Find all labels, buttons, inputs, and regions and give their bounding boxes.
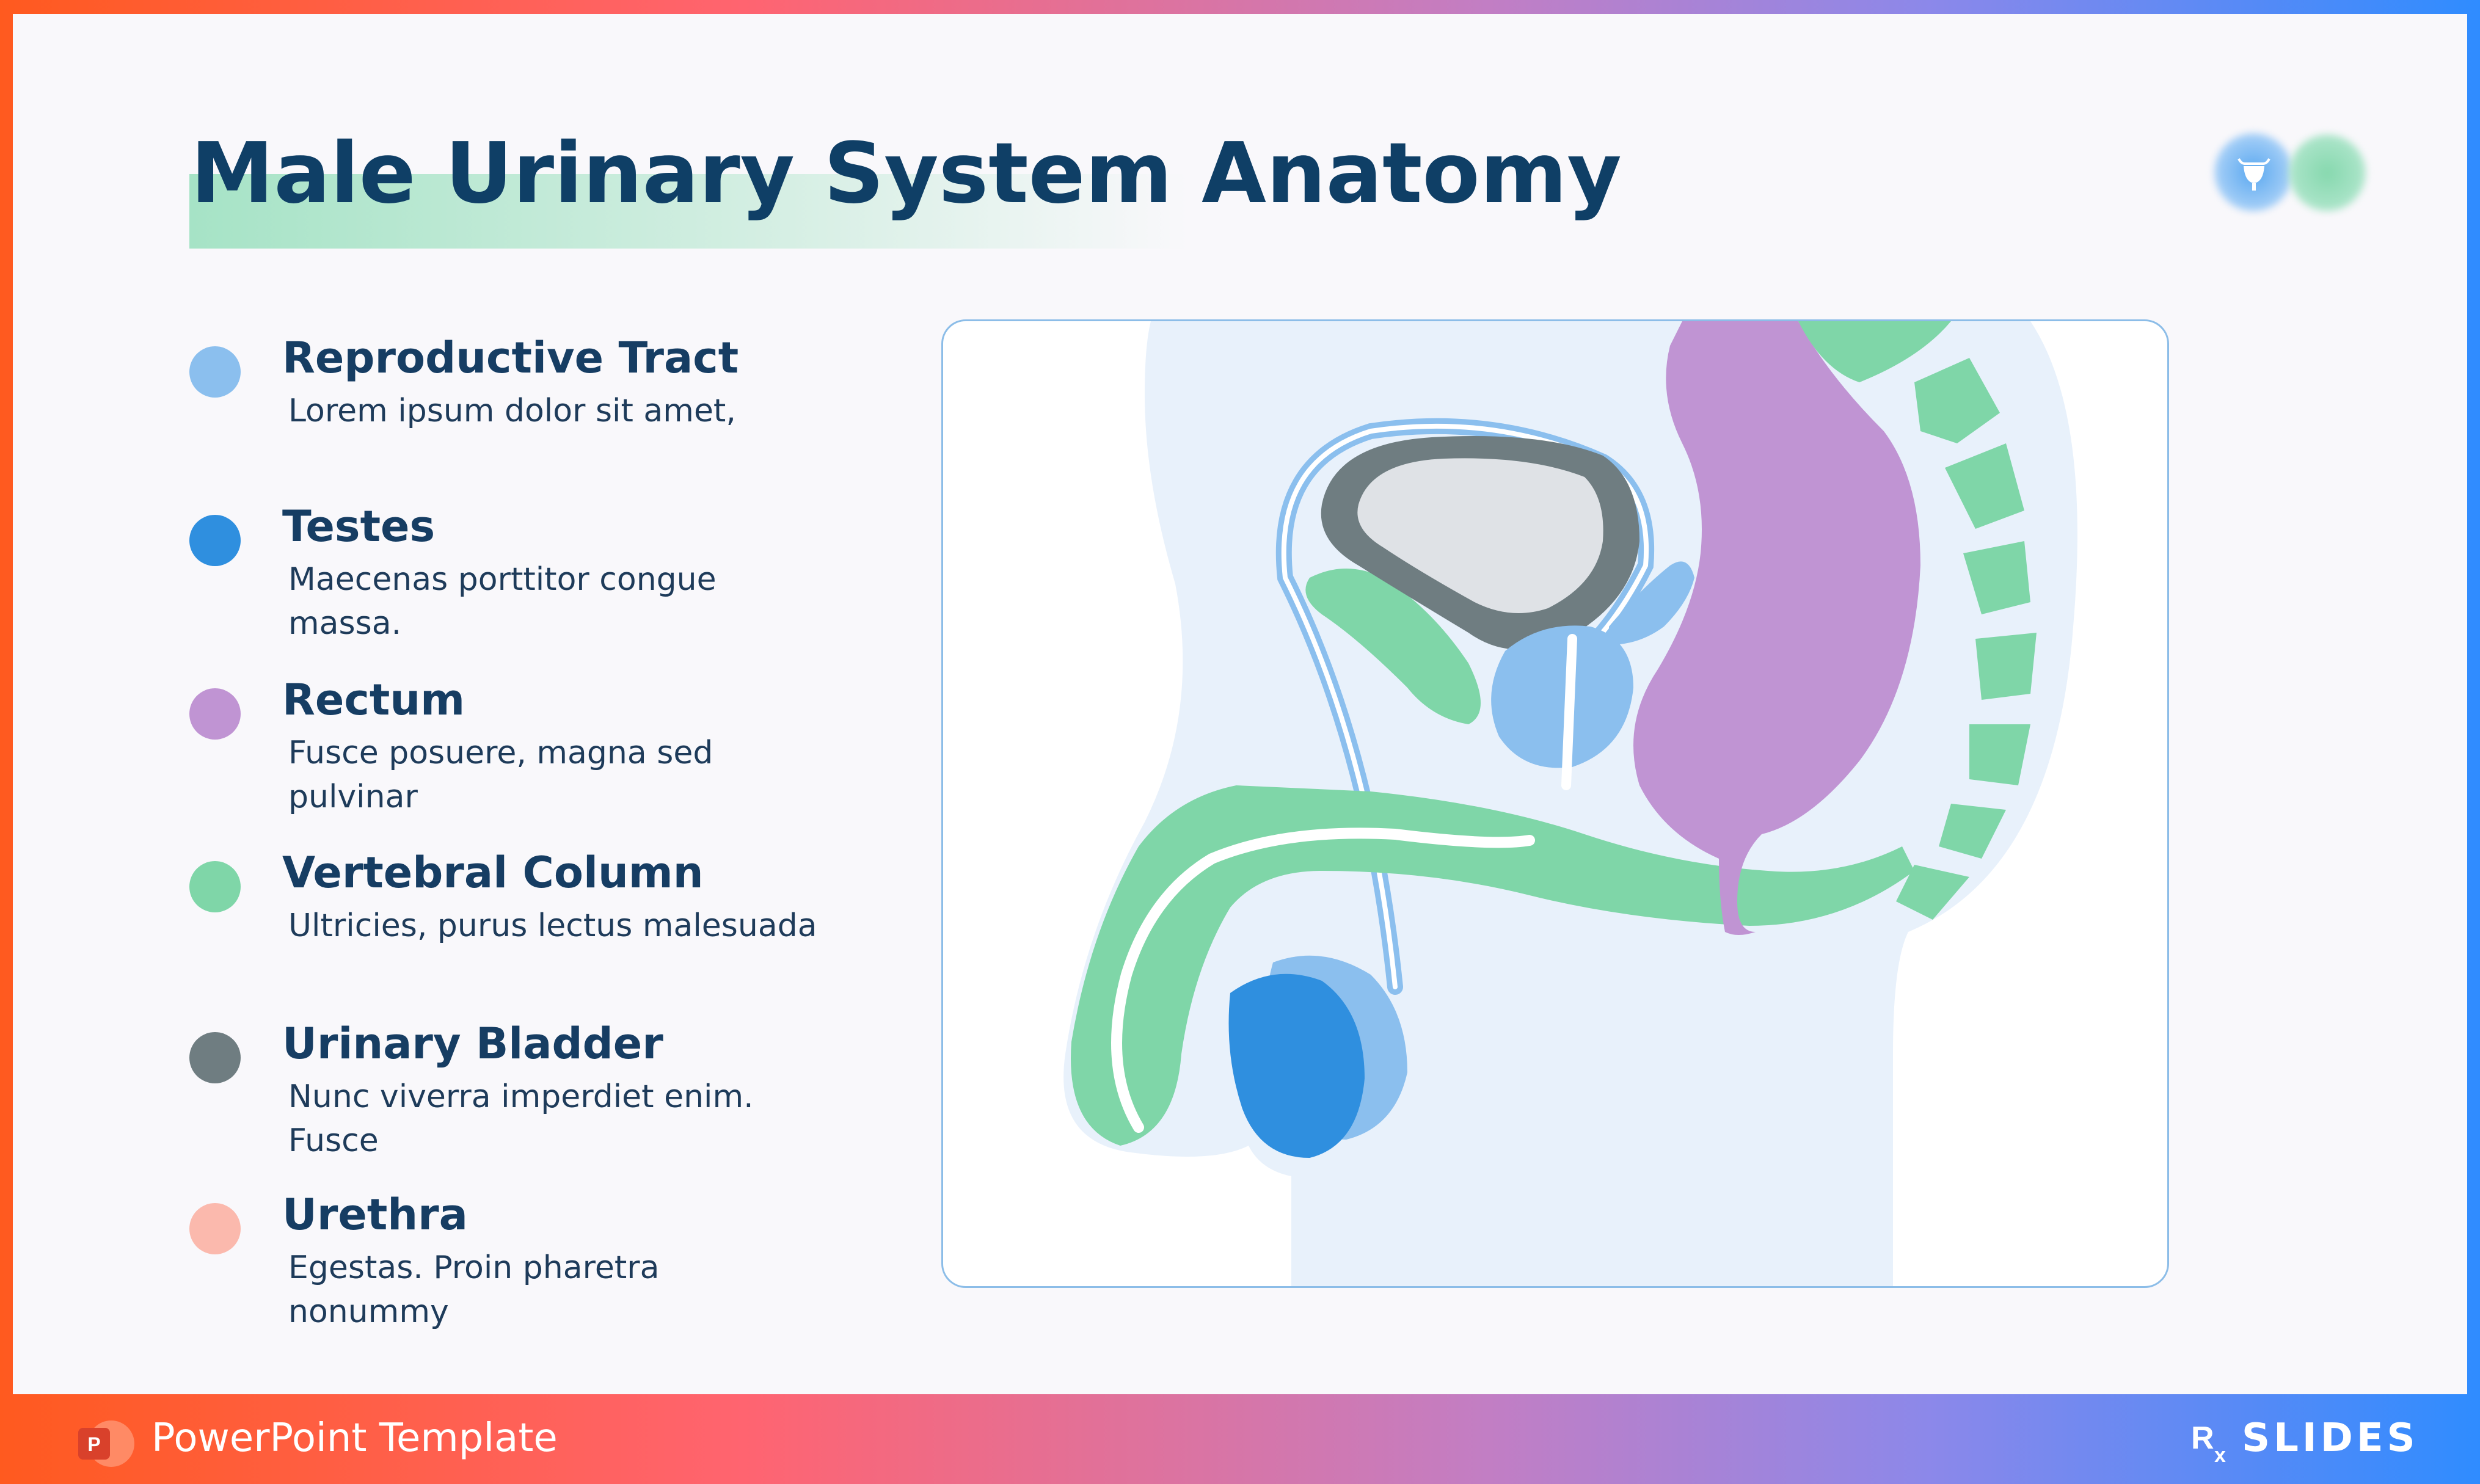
bladder-lumen xyxy=(1357,458,1603,613)
vertebral-column xyxy=(1798,321,2037,920)
legend-title: Rectum xyxy=(282,675,465,725)
powerpoint-icon: P xyxy=(78,1420,134,1467)
penis-body xyxy=(1071,785,1914,1146)
brand-logo: SLIDES xyxy=(2242,1416,2419,1461)
legend-description: Fusce posuere, magna sed pulvinar xyxy=(288,735,713,815)
legend-title: Urinary Bladder xyxy=(282,1019,663,1069)
svg-text:x: x xyxy=(2214,1444,2226,1466)
legend-title: Vertebral Column xyxy=(282,848,704,898)
legend-description: Egestas. Proin pharetra nonummy xyxy=(288,1249,660,1330)
legend-description: Ultricies, purus lectus malesuada xyxy=(288,907,817,944)
legend-description: Maecenas porttitor congue massa. xyxy=(288,561,717,642)
legend-dot xyxy=(189,1203,241,1254)
corpus-spongiosum xyxy=(1305,569,1481,724)
legend-dot xyxy=(189,346,241,398)
legend-description: Lorem ipsum dolor sit amet, xyxy=(288,393,736,429)
legend-title: Reproductive Tract xyxy=(282,333,739,383)
badge-green xyxy=(2289,134,2366,211)
rx-logo-icon: R x xyxy=(2191,1420,2226,1466)
rectum xyxy=(1633,321,1920,935)
bladder-icon xyxy=(2237,158,2270,191)
seminal-vesicle xyxy=(1609,561,1694,645)
legend-dot xyxy=(189,515,241,566)
urethral-channel xyxy=(1111,827,1535,1133)
legend-dot xyxy=(189,688,241,740)
anatomy-diagram-card xyxy=(941,319,2169,1288)
title-highlight xyxy=(189,174,1188,249)
footer-template-label: PowerPoint Template xyxy=(151,1416,558,1461)
anatomy-diagram xyxy=(1063,321,2077,1286)
svg-text:P: P xyxy=(87,1433,100,1455)
prostatic-urethra xyxy=(1561,634,1577,790)
svg-text:R: R xyxy=(2191,1420,2214,1456)
legend-description: Nunc viverra imperdiet enim. Fusce xyxy=(288,1078,754,1159)
testis xyxy=(1228,973,1365,1158)
legend-dot xyxy=(189,861,241,912)
page-title: Male Urinary System Anatomy xyxy=(191,125,1622,222)
vas-deferens-inner xyxy=(1281,423,1649,989)
legend-title: Urethra xyxy=(282,1190,468,1240)
legend-title: Testes xyxy=(282,501,436,551)
legend-dot xyxy=(189,1032,241,1083)
prostate xyxy=(1491,625,1633,768)
